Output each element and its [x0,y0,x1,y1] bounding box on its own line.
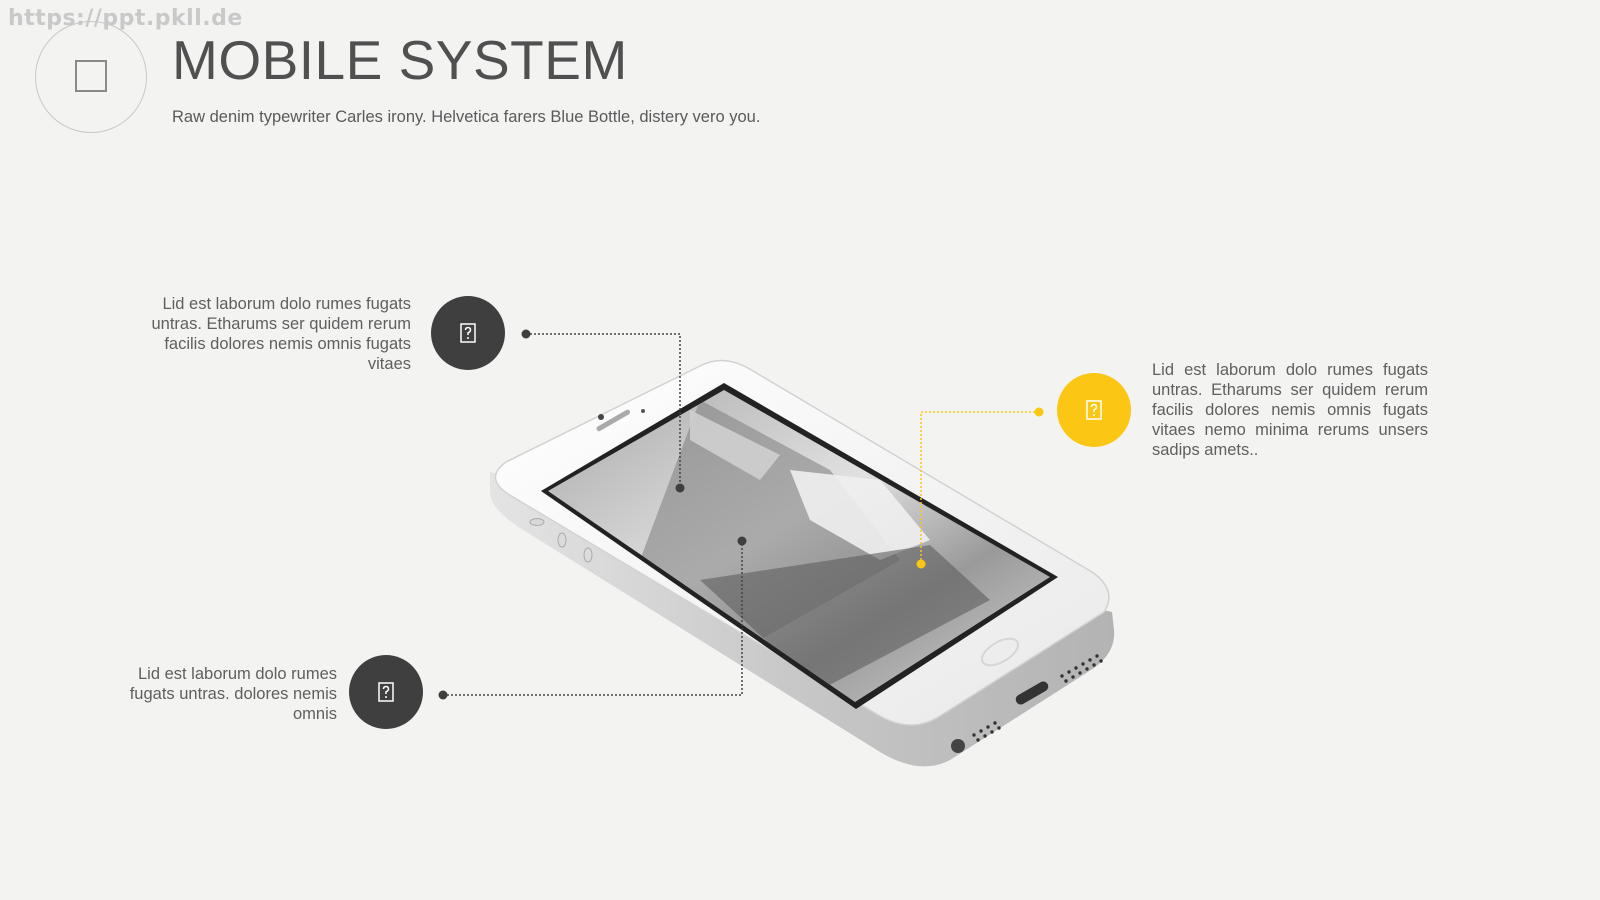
phone-speaker [596,409,631,432]
page-subtitle: Raw denim typewriter Carles irony. Helve… [172,108,761,126]
connector-line-3 [916,407,1044,569]
callout-badge-3 [1057,373,1131,447]
phone-front-camera [598,414,604,420]
callout-text-right: Lid est laborum dolo rumes fugats untras… [1152,361,1428,459]
placeholder-glyph-icon [460,323,476,343]
connector-line-1 [521,329,685,493]
callout-text-top-left: Lid est laborum dolo rumes fugats untras… [151,295,411,373]
connector-line-2 [438,536,747,700]
placeholder-glyph-icon [378,682,394,702]
title-icon-circle [35,21,147,133]
callout-badge-1 [431,296,505,370]
page-title: MOBILE SYSTEM [172,29,628,91]
screen-photo [640,400,990,690]
square-outline-icon [75,60,107,92]
phone-home-button [980,637,1020,667]
callout-text-bottom-left: Lid est laborum dolo rumes fugats untras… [129,665,337,723]
watermark: https://ppt.pkll.de [8,6,243,31]
placeholder-glyph-icon [1086,400,1102,420]
callout-badge-2 [349,655,423,729]
